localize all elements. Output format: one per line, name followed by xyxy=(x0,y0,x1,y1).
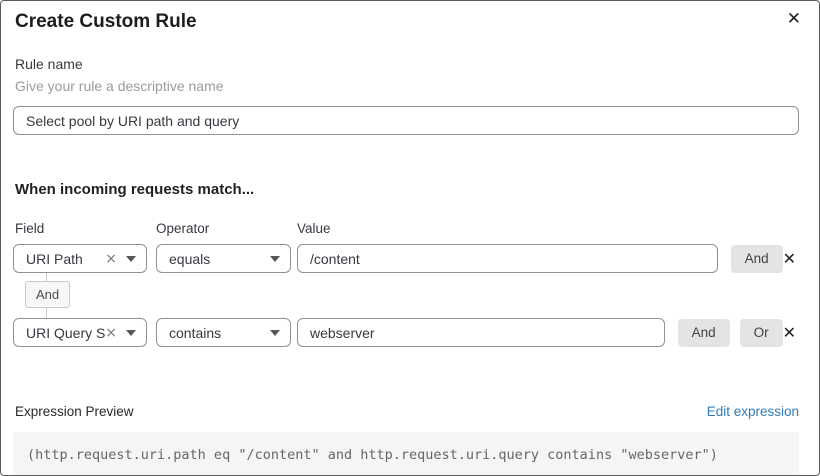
operator-select[interactable]: contains xyxy=(156,318,291,347)
or-button[interactable]: Or xyxy=(739,318,783,347)
operator-select-value: contains xyxy=(169,324,222,341)
match-section-heading: When incoming requests match... xyxy=(15,181,255,198)
rule-name-label: Rule name xyxy=(15,56,83,72)
rule-name-input[interactable] xyxy=(13,106,799,135)
condition-column-labels: Field Operator Value xyxy=(13,221,799,236)
page-title: Create Custom Rule xyxy=(15,11,197,32)
field-select[interactable]: URI Query St... × xyxy=(13,318,147,347)
clear-field-icon[interactable]: × xyxy=(105,324,117,341)
condition-row: URI Path × equals And ✕ xyxy=(13,244,799,273)
remove-condition-icon[interactable]: ✕ xyxy=(783,250,799,267)
field-column-label: Field xyxy=(15,221,45,236)
field-select[interactable]: URI Path × xyxy=(13,244,147,273)
value-input[interactable] xyxy=(297,244,718,273)
and-button[interactable]: And xyxy=(730,244,783,273)
connector-line xyxy=(46,273,47,281)
chevron-down-icon xyxy=(270,255,280,262)
chevron-down-icon xyxy=(270,329,280,336)
field-select-value: URI Query St... xyxy=(26,324,106,341)
condition-row: URI Query St... × contains And Or ✕ xyxy=(13,318,799,347)
value-column-label: Value xyxy=(297,221,331,236)
chevron-down-icon xyxy=(126,329,136,336)
operator-column-label: Operator xyxy=(156,221,210,236)
remove-condition-icon[interactable]: ✕ xyxy=(783,324,799,341)
chevron-down-icon xyxy=(126,255,136,262)
condition-connector: And xyxy=(13,273,799,318)
connector-line xyxy=(46,308,47,318)
expression-preview-code: (http.request.uri.path eq "/content" and… xyxy=(13,432,799,475)
operator-select-value: equals xyxy=(169,250,211,267)
expression-preview-label: Expression Preview xyxy=(15,404,134,419)
field-select-value: URI Path xyxy=(26,250,83,267)
edit-expression-link[interactable]: Edit expression xyxy=(706,404,799,419)
close-icon[interactable]: ✕ xyxy=(783,7,805,32)
clear-field-icon[interactable]: × xyxy=(105,250,117,267)
connector-and-badge: And xyxy=(25,281,71,308)
and-button[interactable]: And xyxy=(677,318,730,347)
expression-preview-header: Expression Preview Edit expression xyxy=(13,404,799,419)
operator-select[interactable]: equals xyxy=(156,244,291,273)
value-input[interactable] xyxy=(297,318,665,347)
rule-name-helper-text: Give your rule a descriptive name xyxy=(15,78,224,94)
